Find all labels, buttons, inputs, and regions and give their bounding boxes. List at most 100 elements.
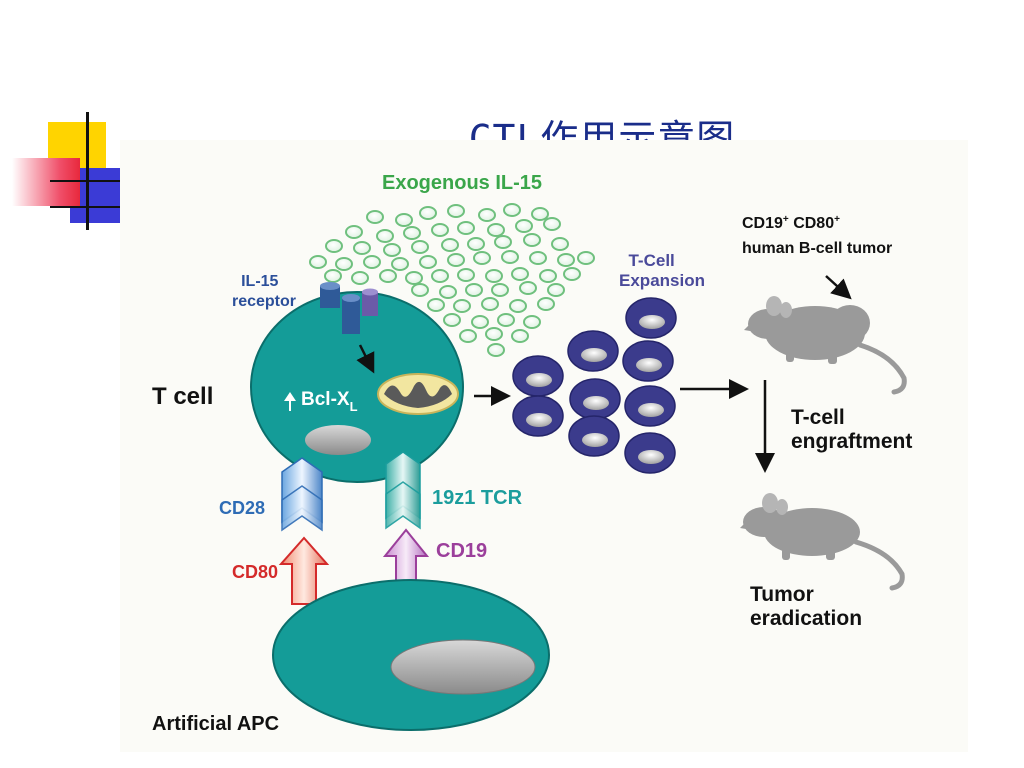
il15-particle xyxy=(431,223,449,237)
il15-particle xyxy=(325,239,343,253)
cd80-ligand xyxy=(278,536,330,605)
il15-particle xyxy=(353,241,371,255)
expanded-t-cell-nucleus xyxy=(526,373,552,387)
il15-particle xyxy=(447,204,465,218)
cd28-receptor xyxy=(281,457,323,532)
il15-particle xyxy=(531,207,549,221)
il15-particle xyxy=(431,269,449,283)
il15-particle xyxy=(439,285,457,299)
ornament-hline2 xyxy=(50,206,120,208)
il15-particle xyxy=(497,313,515,327)
apc-nucleus xyxy=(390,639,536,695)
il15-receptor-label: IL-15 receptor xyxy=(232,273,296,310)
receptor-signal-arrow xyxy=(356,344,375,374)
expanded-t-cell-nucleus xyxy=(636,358,662,372)
il15-particle xyxy=(419,255,437,269)
il15-particle xyxy=(467,237,485,251)
t-cell-expansion-label: T-Cell Expansion xyxy=(619,251,705,290)
mitochondrion-icon xyxy=(377,373,459,415)
cured-mouse-icon xyxy=(740,493,905,591)
il15-particle xyxy=(309,255,327,269)
il15-particle xyxy=(443,313,461,327)
il15-particle xyxy=(547,283,565,297)
il15-particle xyxy=(427,298,445,312)
19z1-tcr-label: 19z1 TCR xyxy=(432,487,523,509)
il15-particle xyxy=(523,233,541,247)
cd28-label: CD28 xyxy=(219,498,265,518)
il15-particles xyxy=(309,203,595,357)
tumor-label: CD19+ CD80+ human B-cell tumor xyxy=(742,209,892,257)
exogenous-il15-label: Exogenous IL-15 xyxy=(382,172,542,194)
il15-particle xyxy=(494,235,512,249)
il15-particle xyxy=(501,250,519,264)
il15-particle xyxy=(391,257,409,271)
il15-particle xyxy=(459,329,477,343)
il15-particle xyxy=(473,251,491,265)
expanded-t-cell-nucleus xyxy=(639,315,665,329)
il15-particle xyxy=(403,226,421,240)
il15-particle xyxy=(411,240,429,254)
il15-particle xyxy=(457,221,475,235)
cd80-label: CD80 xyxy=(232,562,278,582)
il15-particle xyxy=(515,219,533,233)
il15-particle xyxy=(537,297,555,311)
il15-particle xyxy=(453,299,471,313)
il15-particle xyxy=(543,217,561,231)
il15-particle xyxy=(366,210,384,224)
expanded-t-cell-nucleus xyxy=(638,450,664,464)
expanded-t-cell-nucleus xyxy=(638,403,664,417)
il15-particle xyxy=(529,251,547,265)
il15-particle xyxy=(511,267,529,281)
il15-particle xyxy=(539,269,557,283)
corner-ornament xyxy=(0,0,130,240)
t-cell-nucleus xyxy=(305,425,371,455)
il15-particle xyxy=(335,257,353,271)
bcl-xl-label: Bcl-XL xyxy=(301,389,358,414)
il15-particle xyxy=(519,281,537,295)
il15-particle xyxy=(457,268,475,282)
il15-particle xyxy=(465,283,483,297)
ornament-vline xyxy=(86,112,89,230)
ornament-red-gradient xyxy=(12,158,80,206)
il15-particle xyxy=(503,203,521,217)
il15-particle xyxy=(491,283,509,297)
artificial-apc-label: Artificial APC xyxy=(152,713,279,735)
il15-particle xyxy=(395,213,413,227)
19z1-tcr-receptor xyxy=(385,451,421,530)
engraftment-label: T-cell engraftment xyxy=(791,406,912,453)
cd19-label: CD19 xyxy=(436,540,487,562)
ornament-hline1 xyxy=(50,180,120,182)
il15-particle xyxy=(551,237,569,251)
expanded-t-cell-nucleus xyxy=(582,433,608,447)
il15-particle xyxy=(478,208,496,222)
il15-particle xyxy=(511,329,529,343)
il15-particle xyxy=(441,238,459,252)
expanded-t-cell-nucleus xyxy=(583,396,609,410)
eradication-label: Tumor eradication xyxy=(750,583,862,630)
il15-particle xyxy=(557,253,575,267)
il15-particle xyxy=(324,269,342,283)
up-arrow-icon xyxy=(284,392,296,411)
il15-particle xyxy=(447,253,465,267)
il15-particle xyxy=(363,255,381,269)
il15-particle xyxy=(523,315,541,329)
il15-particle xyxy=(471,315,489,329)
il15-particle xyxy=(487,223,505,237)
t-cell-body xyxy=(250,291,464,483)
il15-particle xyxy=(345,225,363,239)
il15-particle xyxy=(563,267,581,281)
il15-receptor-icon xyxy=(320,282,378,334)
il15-particle xyxy=(383,243,401,257)
tumor-pointer-arrow xyxy=(825,275,852,300)
il15-particle xyxy=(411,283,429,297)
il15-particle xyxy=(379,269,397,283)
il15-particle xyxy=(419,206,437,220)
il15-particle xyxy=(577,251,595,265)
expanded-t-cells xyxy=(512,297,677,474)
il15-particle xyxy=(376,229,394,243)
il15-particle xyxy=(481,297,499,311)
tumor-mouse-icon xyxy=(744,296,907,395)
il15-particle xyxy=(485,269,503,283)
t-cell-label: T cell xyxy=(152,383,213,410)
